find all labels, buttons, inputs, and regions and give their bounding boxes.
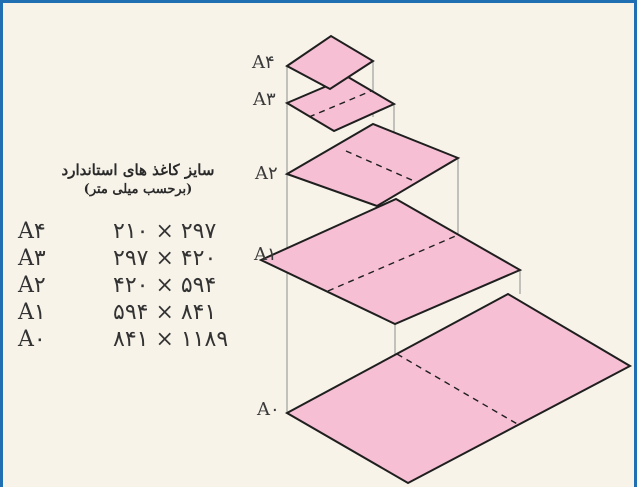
size-row-a2: A۲ ۴۲۰ × ۵۹۴	[18, 272, 248, 299]
sheet-label-a3: A۳	[252, 89, 276, 110]
title-unit: (برحسب میلی متر)	[83, 182, 193, 197]
size-label-a0: A۰	[18, 327, 46, 352]
title-main: سایز کاغذ های استاندارد	[61, 161, 215, 179]
size-label-a3: A۳	[18, 246, 46, 271]
sheet-label-a0: A۰	[256, 399, 280, 420]
sheet-a4-shape	[285, 34, 375, 91]
size-label-a1: A۱	[18, 300, 46, 325]
size-row-a4: A۴ ۲۱۰ × ۲۹۷	[18, 218, 248, 245]
sheet-a0-fold-line	[396, 353, 520, 426]
sheet-a1-shape	[258, 197, 523, 326]
size-value-a0: ۸۴۱ × ۱۱۸۹	[113, 327, 229, 352]
paper-size-table: A۴ ۲۱۰ × ۲۹۷ A۳ ۲۹۷ × ۴۲۰ A۲ ۴۲۰ × ۵۹۴ A…	[18, 218, 248, 353]
size-label-a2: A۲	[18, 273, 46, 298]
size-row-a1: A۱ ۵۹۴ × ۸۴۱	[18, 299, 248, 326]
size-row-a0: A۰ ۸۴۱ × ۱۱۸۹	[18, 326, 248, 353]
size-value-a3: ۲۹۷ × ۴۲۰	[113, 246, 217, 271]
sheet-a0-shape	[284, 292, 633, 485]
sheet-a3	[284, 75, 397, 133]
size-value-a4: ۲۱۰ × ۲۹۷	[113, 219, 217, 244]
title-block: سایز کاغذ های استاندارد (برحسب میلی متر)	[36, 160, 240, 199]
sheet-a2-shape	[284, 122, 461, 208]
size-row-a3: A۳ ۲۹۷ × ۴۲۰	[18, 245, 248, 272]
sheet-a2-fold-line	[345, 150, 415, 182]
sheet-label-a1: A۱	[253, 244, 277, 265]
sheet-a1	[258, 197, 523, 326]
size-label-a4: A۴	[18, 219, 46, 244]
sheet-a4	[285, 34, 375, 91]
paper-size-panel: سایز کاغذ های استاندارد (برحسب میلی متر)…	[18, 160, 248, 390]
sheet-label-a2: A۲	[254, 163, 278, 184]
sheet-a1-fold-line	[327, 234, 459, 292]
sheet-a2	[284, 122, 461, 208]
sheet-a3-fold-line	[308, 90, 372, 118]
size-value-a2: ۴۲۰ × ۵۹۴	[113, 273, 217, 298]
size-value-a1: ۵۹۴ × ۸۴۱	[113, 300, 217, 325]
sheet-label-a4: A۴	[251, 52, 275, 73]
sheet-a0	[284, 292, 633, 485]
